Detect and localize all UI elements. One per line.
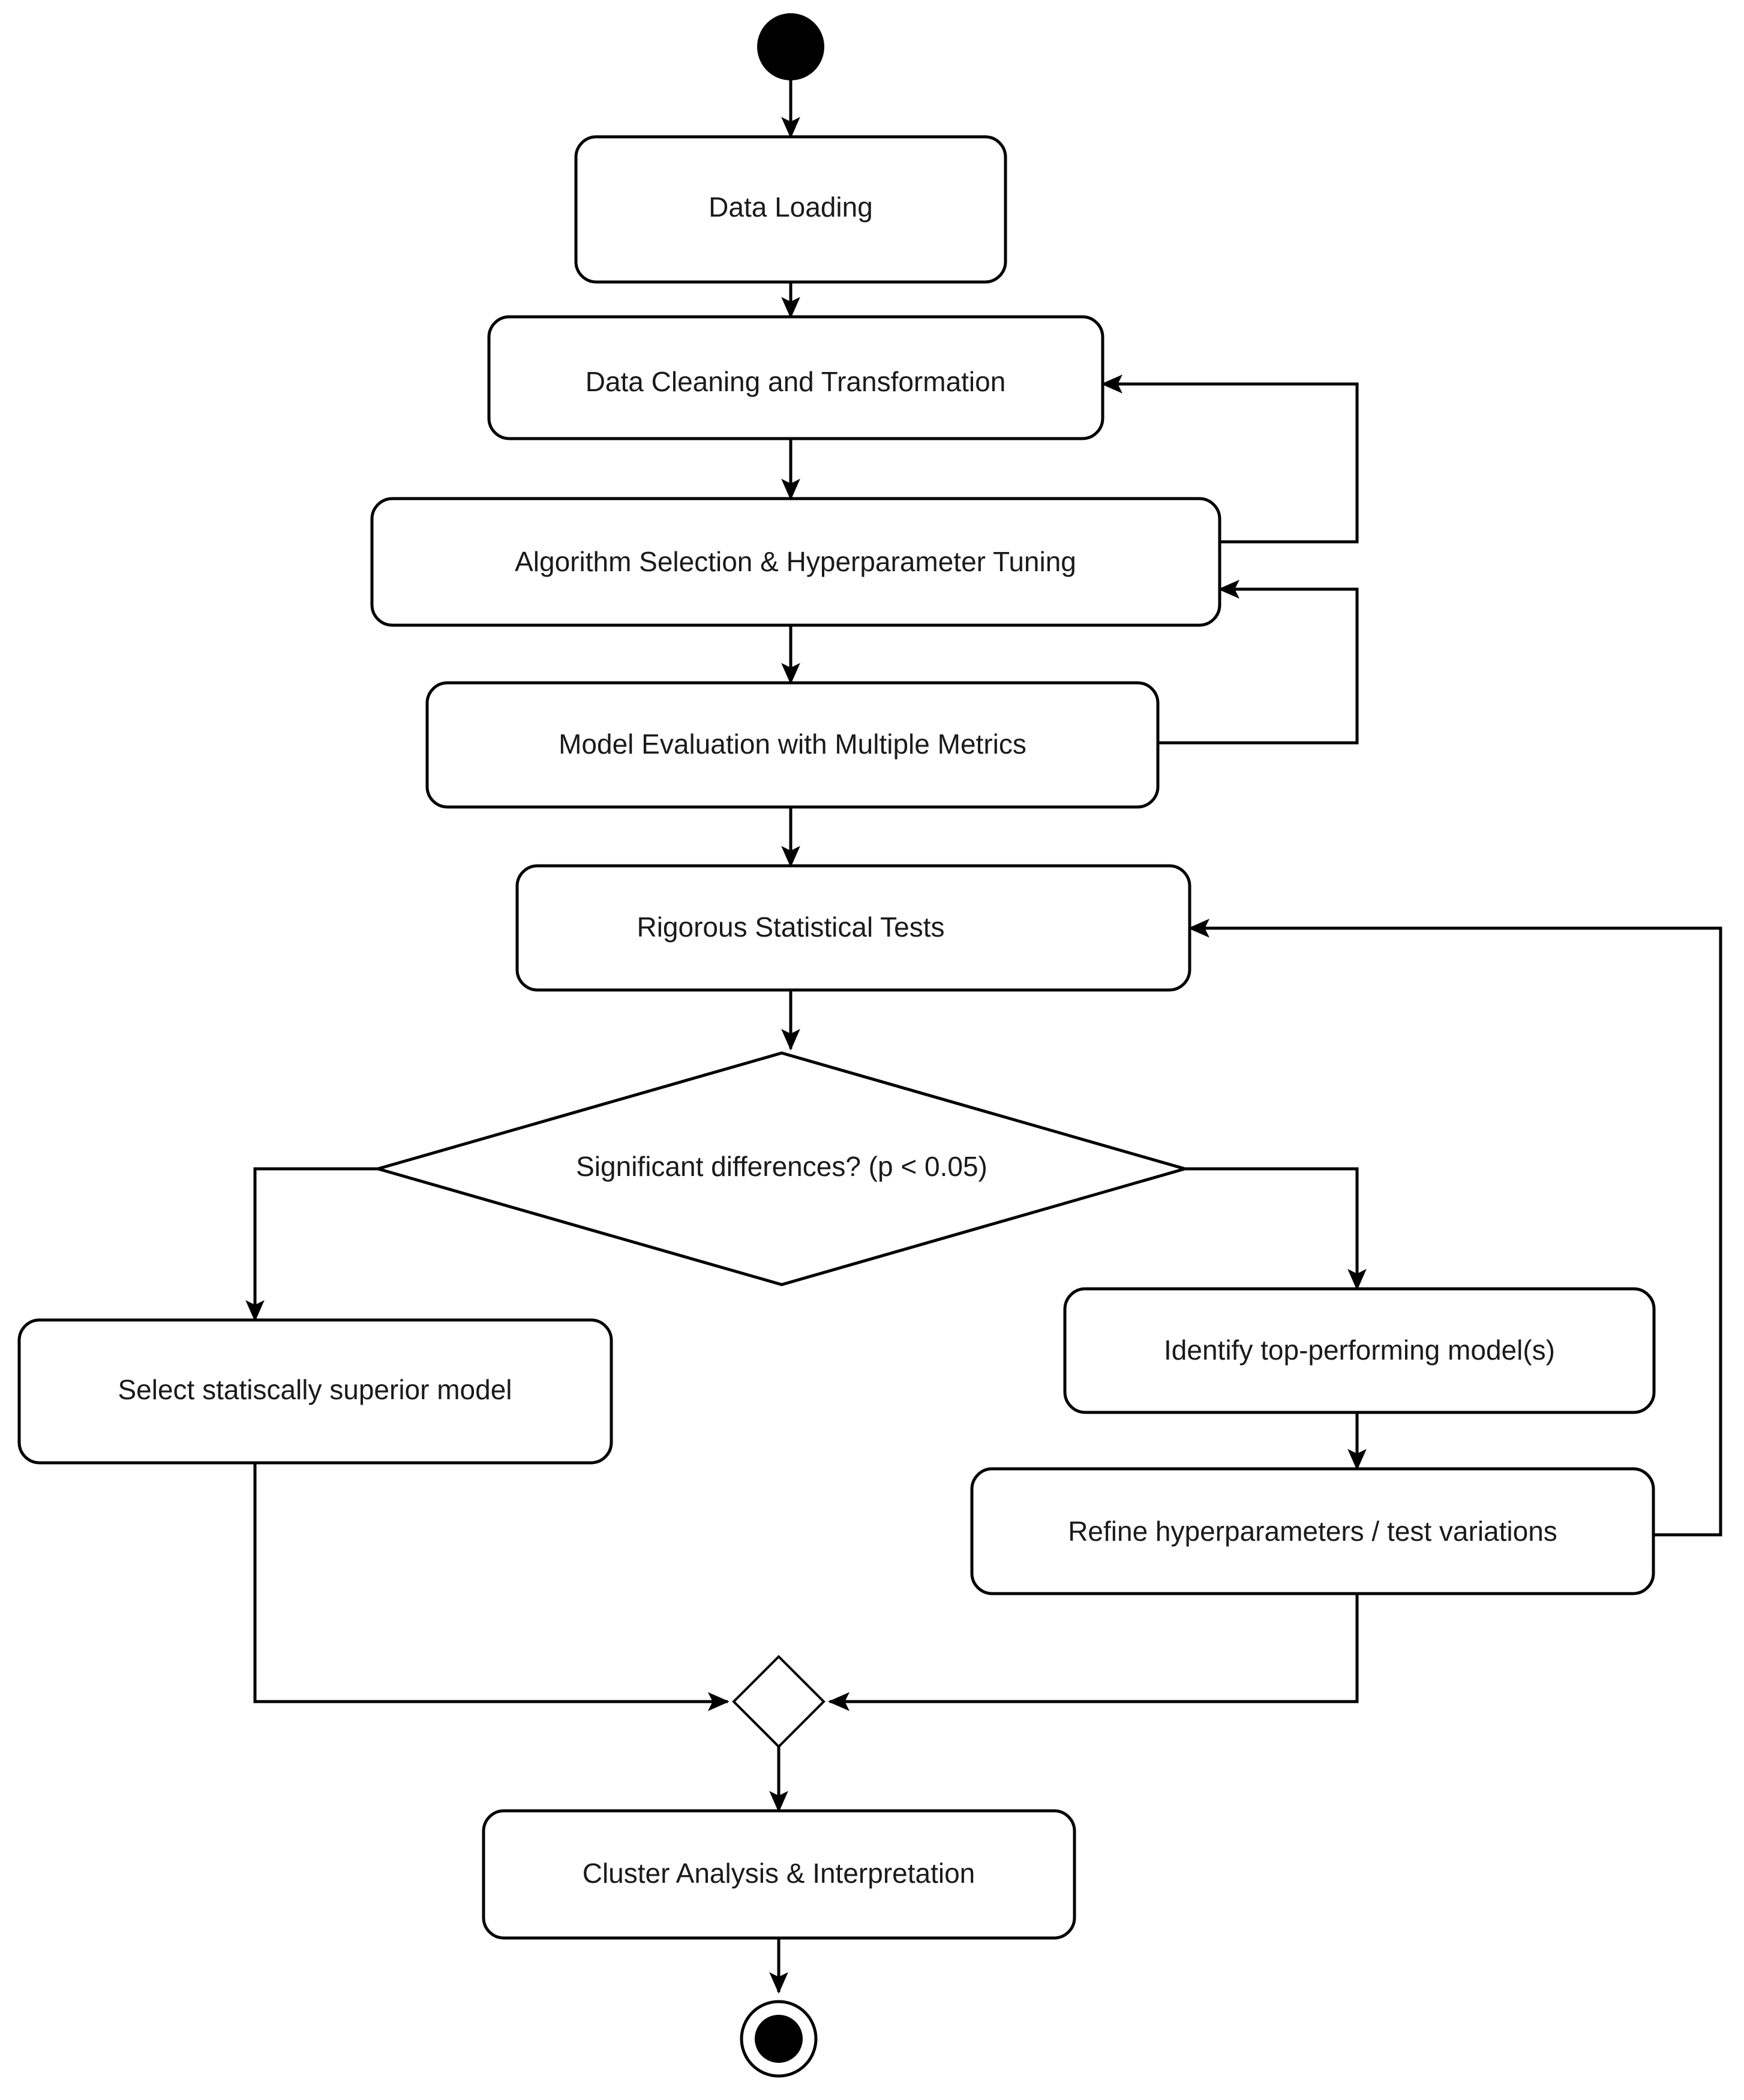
- node-data-loading[interactable]: Data Loading: [574, 135, 1007, 284]
- node-select-model[interactable]: Select statiscally superior model: [17, 1318, 613, 1465]
- node-select-model-label: Select statiscally superior model: [118, 1374, 512, 1405]
- node-cluster-analysis-shape[interactable]: [482, 1809, 1076, 1940]
- node-refine-hyper[interactable]: Refine hyperparameters / test variations: [970, 1467, 1655, 1595]
- node-refine-hyper-label: Refine hyperparameters / test variations: [1068, 1516, 1557, 1547]
- node-identify-top-shape[interactable]: [1063, 1287, 1656, 1414]
- node-data-loading-label: Data Loading: [709, 191, 873, 223]
- node-data-cleaning[interactable]: Data Cleaning and Transformation: [487, 315, 1104, 440]
- node-statistical-tests-label: Rigorous Statistical Tests: [637, 911, 944, 943]
- node-identify-top-label: Identify top-performing model(s): [1164, 1334, 1555, 1366]
- end-node: [740, 2000, 818, 2078]
- node-algorithm-selection[interactable]: Algorithm Selection & Hyperparameter Tun…: [370, 497, 1221, 627]
- node-model-evaluation[interactable]: Model Evaluation with Multiple Metrics: [425, 681, 1160, 809]
- node-data-cleaning-shape[interactable]: [487, 315, 1104, 440]
- node-cluster-analysis-label: Cluster Analysis & Interpretation: [583, 1858, 975, 1889]
- edge-select-model-to-merge: [253, 1463, 730, 1711]
- edge-algorithm-selection-to-data-cleaning-feedback: [1101, 374, 1359, 544]
- node-data-cleaning-label: Data Cleaning and Transformation: [586, 366, 1006, 397]
- node-refine-hyper-shape[interactable]: [970, 1467, 1655, 1595]
- edge-refine-hyper-to-statistical-tests-feedback: [1188, 919, 1722, 1537]
- edge-model-evaluation-to-algorithm-selection-feedback: [1158, 580, 1359, 745]
- node-cluster-analysis[interactable]: Cluster Analysis & Interpretation: [482, 1809, 1076, 1940]
- node-decision-shape[interactable]: [372, 1051, 1191, 1286]
- node-select-model-shape[interactable]: [17, 1318, 613, 1465]
- node-decision[interactable]: Significant differences? (p < 0.05): [372, 1051, 1191, 1286]
- node-merge[interactable]: [732, 1655, 826, 1748]
- node-statistical-tests[interactable]: Rigorous Statistical Tests: [515, 864, 1191, 992]
- start-node: [757, 13, 824, 80]
- node-algorithm-selection-label: Algorithm Selection & Hyperparameter Tun…: [515, 546, 1076, 577]
- edge-decision-to-select-model: [245, 1167, 378, 1322]
- edge-refine-hyper-to-merge: [828, 1594, 1359, 1711]
- node-model-evaluation-shape[interactable]: [425, 681, 1160, 809]
- node-merge-shape[interactable]: [732, 1655, 826, 1748]
- node-identify-top[interactable]: Identify top-performing model(s): [1063, 1287, 1656, 1414]
- node-decision-label: Significant differences? (p < 0.05): [576, 1151, 987, 1182]
- node-statistical-tests-shape[interactable]: [515, 864, 1191, 992]
- end-node-inner-dot: [755, 2015, 803, 2063]
- edge-decision-to-identify-top: [1185, 1167, 1367, 1291]
- node-model-evaluation-label: Model Evaluation with Multiple Metrics: [559, 728, 1026, 760]
- node-data-loading-shape[interactable]: [574, 135, 1007, 284]
- node-algorithm-selection-shape[interactable]: [370, 497, 1221, 627]
